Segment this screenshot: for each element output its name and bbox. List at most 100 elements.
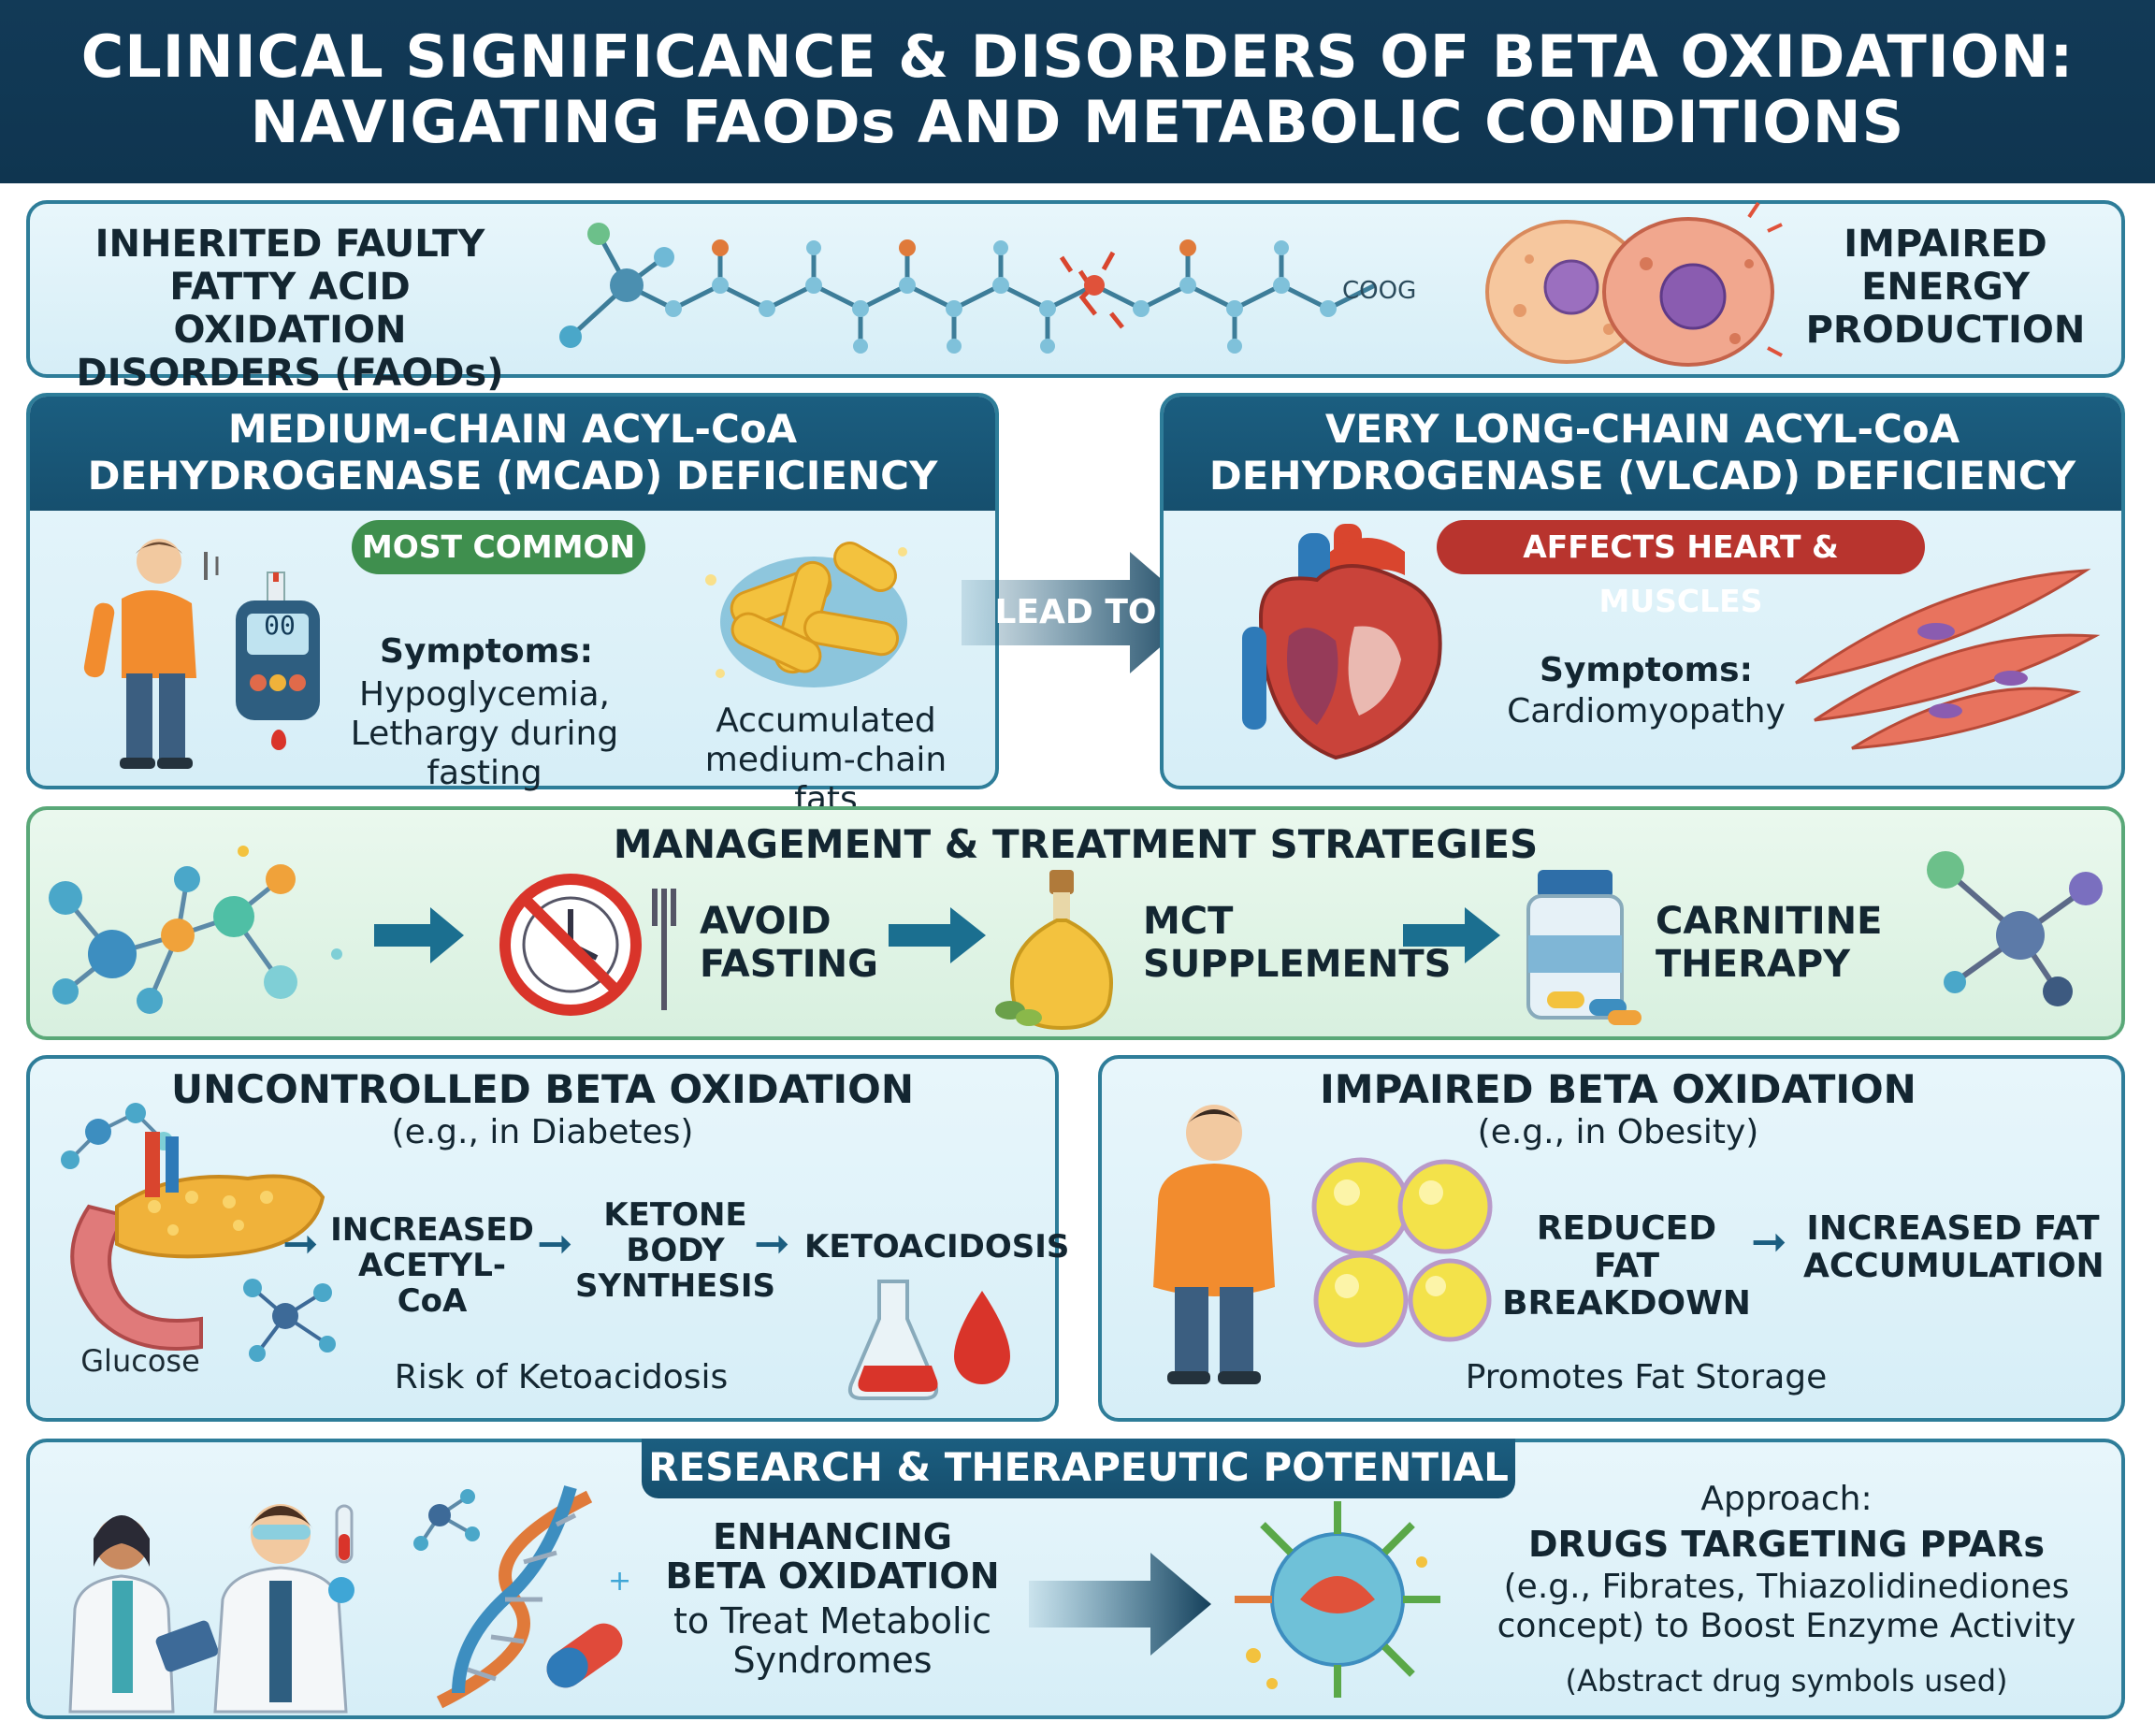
- muscle-fibers-icon: [1795, 569, 2101, 750]
- lead-to-arrow: [962, 552, 1200, 673]
- impaired-energy-line: IMPAIRED: [1844, 223, 2047, 266]
- impaired-energy-line: PRODUCTION: [1805, 309, 2086, 352]
- flow-line: ACETYL-CoA: [357, 1247, 507, 1320]
- step-line: MCT: [1143, 900, 1234, 943]
- most-common-badge: MOST COMMON: [352, 520, 645, 574]
- heart-icon: [1242, 524, 1442, 760]
- faods-label: INHERITED FAULTY FATTY ACID OXIDATION DI…: [56, 223, 524, 395]
- flow-line: ACCUMULATION: [1803, 1247, 2104, 1285]
- avoid-fasting-label: AVOID FASTING: [700, 900, 878, 986]
- flow-arrow-icon: ➞: [754, 1218, 790, 1268]
- flow-arrow-icon: ➞: [537, 1218, 573, 1268]
- flow-arrow-icon: ➞: [1751, 1216, 1787, 1266]
- approach-description: (e.g., Fibrates, Thiazolidinediones conc…: [1459, 1568, 2114, 1646]
- enhancing-purpose: to Treat Metabolic Syndromes: [636, 1601, 1029, 1680]
- page-title-line-2: NAVIGATING FAODs AND METABOLIC CONDITION…: [250, 88, 1905, 156]
- faods-label-line: INHERITED FAULTY: [94, 223, 485, 266]
- dna-capsule-icon: +: [413, 1485, 631, 1709]
- promotes-fat-storage: Promotes Fat Storage: [1465, 1358, 1828, 1396]
- step-arrow-3: [1403, 907, 1500, 963]
- flow-arrow-icon: ➞: [282, 1218, 319, 1268]
- flow-line: INCREASED: [330, 1211, 534, 1249]
- accumulated-fats-label: Accumulated medium-chain fats: [672, 702, 980, 819]
- increased-acetyl-coa-label: INCREASED ACETYL-CoA: [329, 1212, 535, 1319]
- glucose-label: Glucose: [80, 1343, 200, 1379]
- scientists-icon: [68, 1504, 354, 1714]
- flow-line: INCREASED FAT: [1806, 1209, 2100, 1248]
- approach-line: (e.g., Fibrates, Thiazolidinediones: [1503, 1568, 2070, 1606]
- step-line: AVOID: [700, 900, 832, 943]
- flow-line: KETONE: [603, 1196, 747, 1234]
- step-line: CARNITINE: [1656, 900, 1883, 943]
- faods-label-line: DISORDERS (FAODs): [76, 352, 504, 395]
- mcad-header: MEDIUM-CHAIN ACYL-CoA DEHYDROGENASE (MCA…: [30, 397, 995, 511]
- faods-label-line: FATTY ACID OXIDATION: [169, 266, 411, 352]
- impaired-energy-line: ENERGY: [1861, 266, 2030, 309]
- lead-to-label: LEAD TO: [994, 593, 1157, 631]
- step-line: SUPPLEMENTS: [1143, 943, 1452, 986]
- approach-note: (Abstract drug symbols used): [1565, 1663, 2008, 1699]
- mcad-symptom-line: Hypoglycemia,: [359, 675, 610, 714]
- flow-line: SYNTHESIS: [574, 1267, 776, 1305]
- research-header: RESEARCH & THERAPEUTIC POTENTIAL: [642, 1439, 1515, 1498]
- mcad-header-line: DEHYDROGENASE (MCAD) DEFICIENCY: [87, 453, 938, 499]
- accumulated-fats-icon: [705, 542, 907, 687]
- pancreas-icon: [61, 1103, 325, 1351]
- diabetes-subtitle: (e.g., in Diabetes): [391, 1113, 694, 1151]
- svg-text:+: +: [608, 1565, 631, 1598]
- vlcad-header-line: DEHYDROGENASE (VLCAD) DEFICIENCY: [1208, 453, 2076, 499]
- flask-blood-icon: [847, 1280, 1010, 1400]
- vlcad-header: VERY LONG-CHAIN ACYL-CoA DEHYDROGENASE (…: [1164, 397, 2121, 511]
- mcad-symptom-line: Lethargy during fasting: [350, 715, 619, 792]
- molecule-icon-left: [49, 846, 342, 1014]
- affects-heart-badge: AFFECTS HEART & MUSCLES: [1437, 520, 1925, 619]
- enhance-line: Syndromes: [732, 1640, 933, 1681]
- mcad-symptoms: Hypoglycemia, Lethargy during fasting: [290, 675, 679, 793]
- mcad-header-line: MEDIUM-CHAIN ACYL-CoA: [227, 406, 798, 452]
- carnitine-pill-bottle-icon: [1526, 870, 1642, 1025]
- ketoacidosis-label: KETOACIDOSIS: [804, 1228, 1070, 1266]
- enhance-bold-line: ENHANCING: [713, 1516, 952, 1557]
- obesity-subtitle: (e.g., in Obesity): [1477, 1113, 1759, 1151]
- faods-panel: [26, 200, 2125, 378]
- mcad-symptoms-label: Symptoms:: [380, 632, 593, 671]
- step-line: FASTING: [700, 943, 878, 986]
- fatty-acid-chain-illustration: [559, 223, 1377, 354]
- meter-display: 00: [264, 610, 296, 641]
- page-title-line-1: CLINICAL SIGNIFICANCE & DISORDERS OF BET…: [80, 22, 2075, 91]
- risk-ketoacidosis: Risk of Ketoacidosis: [394, 1358, 729, 1396]
- enhancing-beta-oxidation-label: ENHANCING BETA OXIDATION: [636, 1517, 1029, 1596]
- enhance-line: to Treat Metabolic: [673, 1600, 991, 1642]
- approach-title: DRUGS TARGETING PPARs: [1527, 1524, 2046, 1565]
- step-line: THERAPY: [1656, 943, 1851, 986]
- step-arrow-2: [889, 907, 986, 963]
- fat-cells-icon: [1311, 1157, 1493, 1348]
- fats-line: medium-chain fats: [704, 741, 947, 818]
- fats-line: Accumulated: [716, 702, 936, 740]
- management-title: MANAGEMENT & TREATMENT STRATEGIES: [613, 821, 1539, 867]
- molecule-icon-right: [1927, 851, 2103, 1006]
- obesity-title: IMPAIRED BETA OXIDATION: [1320, 1066, 1916, 1112]
- glucose-meter-icon: [236, 571, 320, 720]
- title-banner: CLINICAL SIGNIFICANCE & DISORDERS OF BET…: [0, 0, 2155, 183]
- vlcad-symptoms: Cardiomyopathy: [1507, 692, 1786, 731]
- vlcad-header-line: VERY LONG-CHAIN ACYL-CoA: [1324, 406, 1960, 452]
- ppar-target-icon: [1235, 1501, 1440, 1698]
- carnitine-therapy-label: CARNITINE THERAPY: [1656, 900, 1882, 986]
- enhance-bold-line: BETA OXIDATION: [665, 1555, 1000, 1597]
- impaired-energy-label: IMPAIRED ENERGY PRODUCTION: [1805, 223, 2086, 352]
- tired-person-icon: [83, 539, 219, 769]
- step-arrow-1: [374, 907, 464, 963]
- increased-fat-accumulation-label: INCREASED FAT ACCUMULATION: [1803, 1209, 2104, 1285]
- flow-line: BREAKDOWN: [1502, 1284, 1751, 1323]
- blood-drop-icon: [271, 730, 286, 750]
- approach-line: concept) to Boost Enzyme Activity: [1497, 1607, 2076, 1645]
- flow-line: REDUCED FAT: [1536, 1209, 1717, 1285]
- obese-person-icon: [1153, 1105, 1275, 1384]
- approach-label: Approach:: [1700, 1480, 1873, 1518]
- reduced-fat-breakdown-label: REDUCED FAT BREAKDOWN: [1500, 1210, 1753, 1323]
- vlcad-panel: VERY LONG-CHAIN ACYL-CoA DEHYDROGENASE (…: [1160, 393, 2125, 789]
- molecule-small-icon: [243, 1279, 336, 1362]
- no-fasting-icon: [499, 874, 676, 1016]
- vlcad-symptoms-label: Symptoms:: [1540, 651, 1753, 689]
